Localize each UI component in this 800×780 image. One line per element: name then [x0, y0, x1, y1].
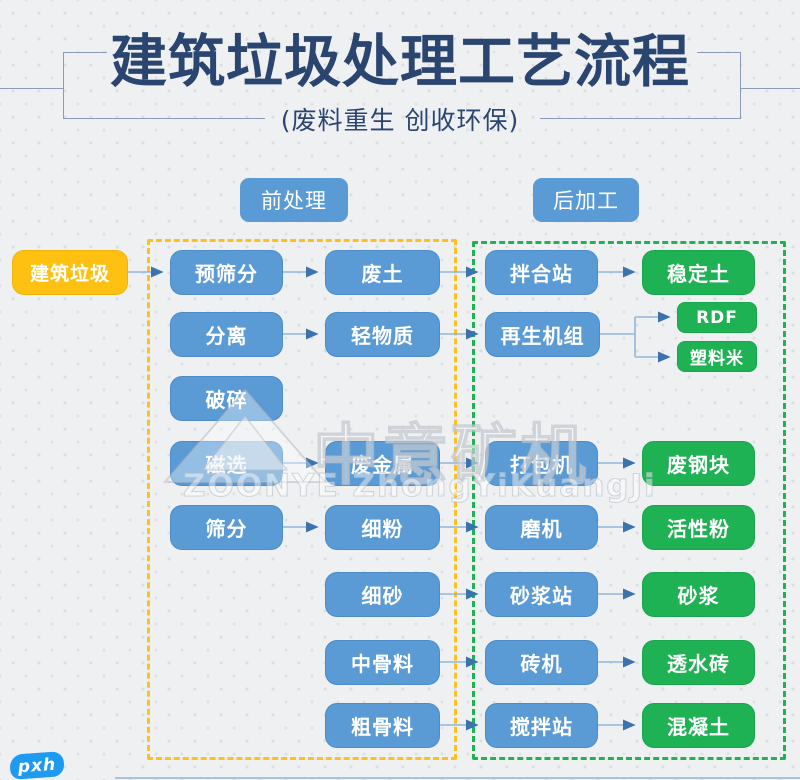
flow-node-mortar-station: 砂浆站: [485, 572, 598, 617]
flow-node-waste-metal: 废金属: [325, 441, 440, 486]
flow-node-light-materials: 轻物质: [325, 312, 440, 357]
flow-node-baler: 打包机: [485, 441, 598, 486]
flow-node-active-powder: 活性粉: [642, 505, 755, 550]
flow-node-stirring-station: 搅拌站: [485, 703, 598, 748]
flow-node-crushing: 破碎: [170, 376, 283, 421]
flow-node-brick-machine: 砖机: [485, 640, 598, 685]
section-header-pre-treatment: 前处理: [240, 178, 348, 222]
flow-node-mixing-plant: 拌合站: [485, 250, 598, 295]
page-title: 建筑垃圾处理工艺流程: [110, 29, 690, 95]
flow-node-regeneration-unit: 再生机组: [485, 312, 600, 357]
flow-node-fine-powder: 细粉: [325, 505, 440, 550]
flow-node-medium-aggregate: 中骨料: [325, 640, 440, 685]
post-processing-group-box: [472, 241, 786, 760]
flow-node-plastic-pellets: 塑料米: [677, 341, 757, 372]
pxh-signature-badge: pxh: [9, 751, 65, 780]
flow-node-fine-sand: 细砂: [325, 572, 440, 617]
flow-node-separation: 分离: [170, 312, 283, 357]
section-header-post-processing: 后加工: [533, 178, 639, 222]
subtitle-left-line: [63, 118, 265, 119]
flow-node-rdf: RDF: [677, 302, 757, 333]
flow-node-coarse-aggregate: 粗骨料: [325, 703, 440, 748]
flow-node-pre-screening: 预筛分: [170, 250, 283, 295]
flow-node-mill: 磨机: [485, 505, 598, 550]
flow-node-concrete: 混凝土: [642, 703, 755, 748]
title-frame-left-extender: [0, 88, 63, 89]
title-frame-right-extender: [740, 88, 800, 89]
pre-treatment-group-box: [147, 239, 457, 760]
flow-node-magnetic-separation: 磁选: [170, 441, 283, 486]
title-frame-top-right-stub: [697, 52, 741, 53]
flow-node-scrap-steel: 废钢块: [642, 441, 755, 486]
title-frame-left-line: [63, 52, 64, 118]
flow-node-construction-waste: 建筑垃圾: [12, 250, 128, 295]
flow-node-stabilized-soil: 稳定土: [642, 250, 755, 295]
title-frame-right-line: [740, 52, 741, 118]
bottom-divider-line: [115, 777, 800, 779]
flow-node-waste-soil: 废土: [325, 250, 440, 295]
title-frame-top-left-stub: [63, 52, 107, 53]
flow-node-permeable-brick: 透水砖: [642, 640, 755, 685]
flow-node-mortar: 砂浆: [642, 572, 755, 617]
flow-node-screening: 筛分: [170, 505, 283, 550]
page-subtitle: (废料重生 创收环保): [280, 106, 520, 135]
subtitle-right-line: [540, 118, 741, 119]
